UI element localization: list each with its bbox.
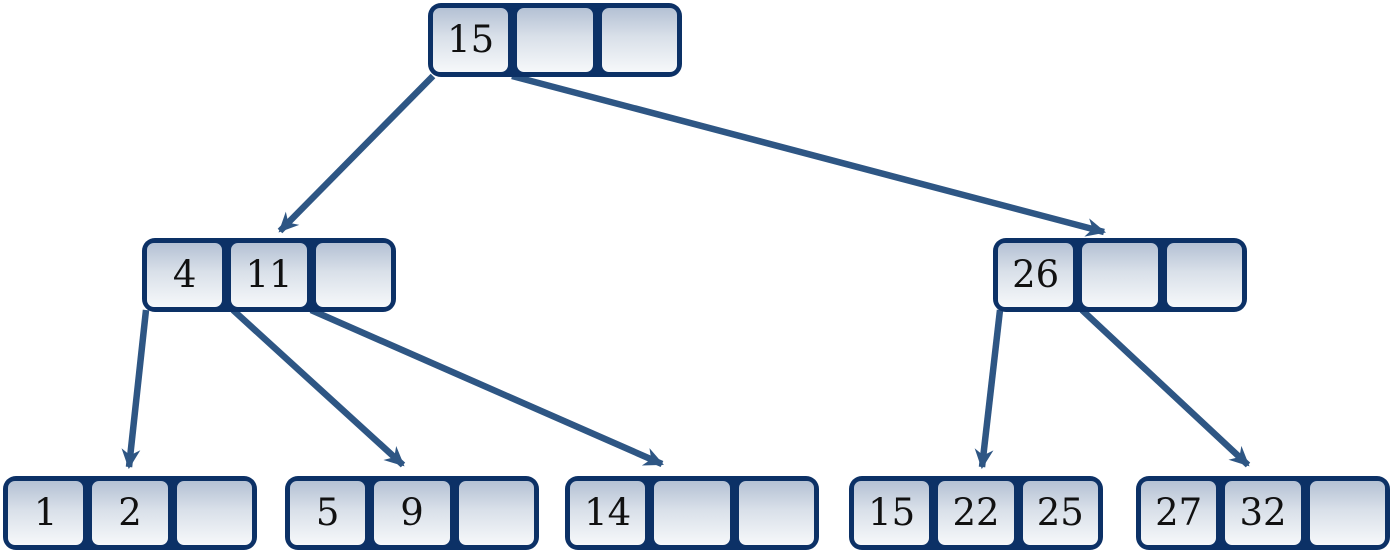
cell-value: 11 [245,252,293,296]
btree-cell: 9 [371,478,453,548]
btree-node-leaf-5: 27 32 [1136,476,1390,550]
btree-cell: 15 [430,5,512,75]
btree-cell [1079,240,1161,310]
btree-node-leaf-3: 14 [565,476,819,550]
edge-root-to-internal-right [511,72,1107,237]
btree-cell [173,478,255,548]
btree-cell: 2 [89,478,171,548]
btree-cell: 11 [228,240,310,310]
cell-value: 15 [868,490,916,534]
cell-value: 4 [172,252,197,296]
btree-node-root: 15 [428,3,682,77]
btree-cell: 4 [144,240,226,310]
cell-value: 14 [584,490,632,534]
cell-value: 1 [33,490,58,534]
btree-node-leaf-1: 1 2 [3,476,257,550]
btree-cell: 5 [287,478,369,548]
btree-cell: 27 [1138,478,1220,548]
cell-value: 26 [1012,252,1060,296]
btree-cell: 14 [567,478,649,548]
edge-internal-left-to-leaf-3 [309,307,664,467]
btree-node-internal-left: 4 11 [142,238,396,312]
cell-value: 32 [1239,490,1287,534]
btree-cell [598,5,680,75]
edge-internal-left-to-leaf-2 [230,307,406,468]
btree-cell: 26 [995,240,1077,310]
edge-root-to-internal-left [277,73,436,234]
cell-value: 9 [400,490,424,534]
btree-cell: 32 [1222,478,1304,548]
btree-cell [735,478,817,548]
edge-internal-left-to-leaf-1 [121,309,150,470]
btree-cell: 15 [851,478,933,548]
btree-node-leaf-2: 5 9 [285,476,539,550]
edge-internal-right-to-leaf-4 [974,309,1004,470]
btree-cell: 22 [935,478,1017,548]
btree-node-internal-right: 26 [993,238,1247,312]
btree-cell [1163,240,1245,310]
btree-cell [312,240,394,310]
btree-node-leaf-4: 15 22 25 [849,476,1103,550]
cell-value: 22 [952,490,1000,534]
btree-cell: 25 [1019,478,1101,548]
cell-value: 25 [1036,490,1084,534]
btree-cell [455,478,537,548]
cell-value: 15 [447,17,495,61]
cell-value: 5 [315,490,340,534]
btree-cell [1306,478,1388,548]
btree-cell [651,478,733,548]
edge-internal-right-to-leaf-5 [1079,307,1251,468]
cell-value: 27 [1155,490,1203,534]
btree-cell [514,5,596,75]
btree-cell: 1 [5,478,87,548]
cell-value: 2 [118,490,142,534]
